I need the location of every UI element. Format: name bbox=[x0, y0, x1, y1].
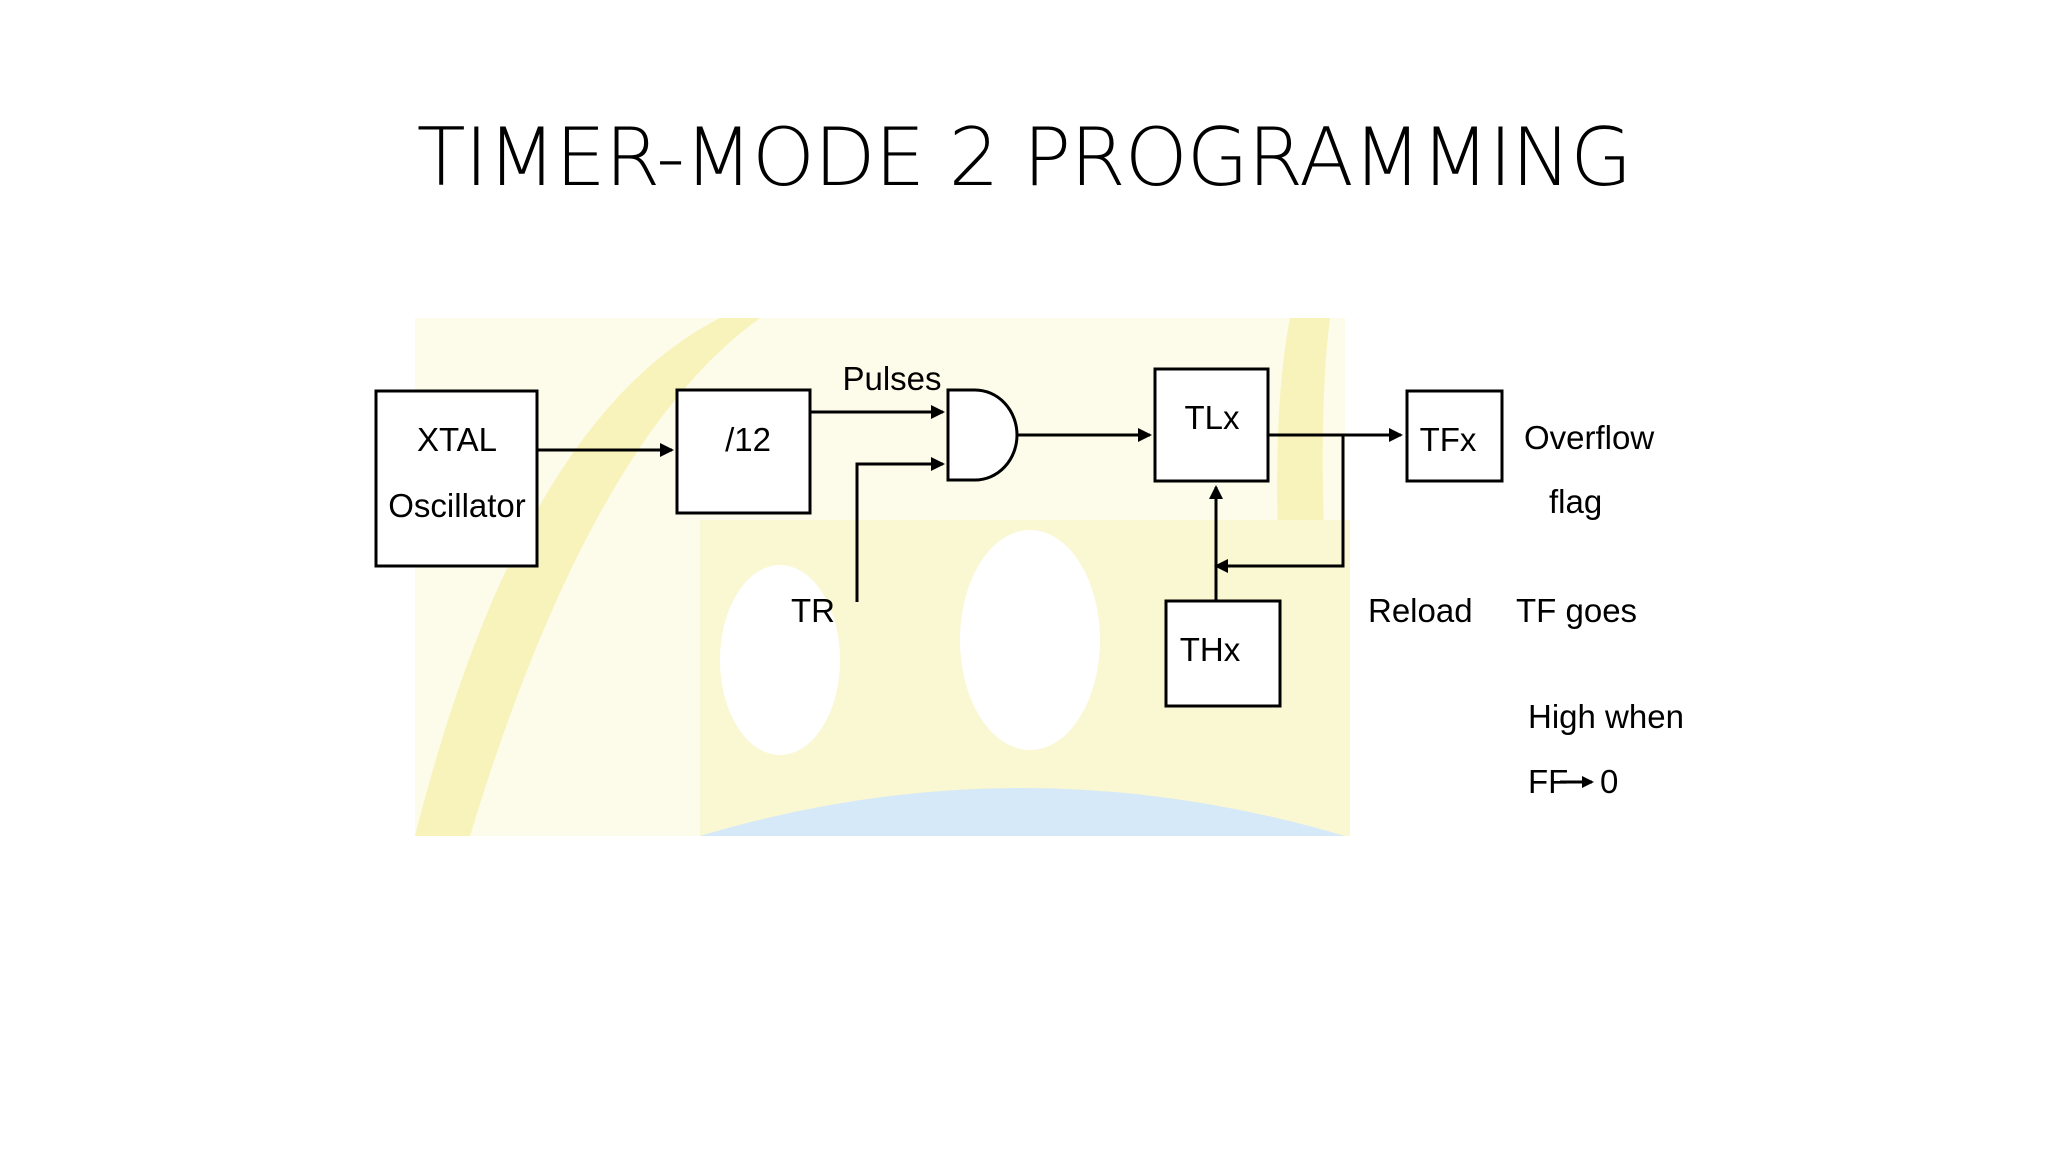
high-when-label: High when bbox=[1528, 698, 1684, 735]
ff-to-zero-label: FF 0 bbox=[1528, 763, 1618, 800]
reload-label: Reload bbox=[1368, 592, 1473, 629]
tr-wire bbox=[855, 457, 945, 602]
tlx-label: TLx bbox=[1184, 399, 1240, 436]
xtal-oscillator-block: XTAL Oscillator bbox=[374, 389, 539, 568]
ff-suffix: 0 bbox=[1600, 763, 1618, 800]
divider-block: /12 bbox=[675, 388, 812, 515]
thx-block: THx bbox=[1164, 599, 1282, 708]
tfx-block: TFx bbox=[1405, 389, 1504, 483]
and-gate bbox=[946, 388, 1019, 482]
divider-label: /12 bbox=[725, 421, 771, 458]
pulses-label: Pulses bbox=[842, 360, 941, 397]
tfx-label: TFx bbox=[1420, 421, 1477, 458]
overflow-label: Overflow bbox=[1524, 419, 1654, 456]
thx-label: THx bbox=[1180, 631, 1241, 668]
reload-wire bbox=[1214, 435, 1345, 573]
slide-title: TIMER-MODE 2 PROGRAMMING bbox=[416, 111, 1632, 204]
tlx-block: TLx bbox=[1153, 367, 1270, 483]
xtal-label-line2: Oscillator bbox=[388, 487, 526, 524]
tf-goes-label: TF goes bbox=[1516, 592, 1637, 629]
tr-label: TR bbox=[791, 592, 835, 629]
flag-label: flag bbox=[1549, 483, 1602, 520]
xtal-label-line1: XTAL bbox=[417, 421, 497, 458]
